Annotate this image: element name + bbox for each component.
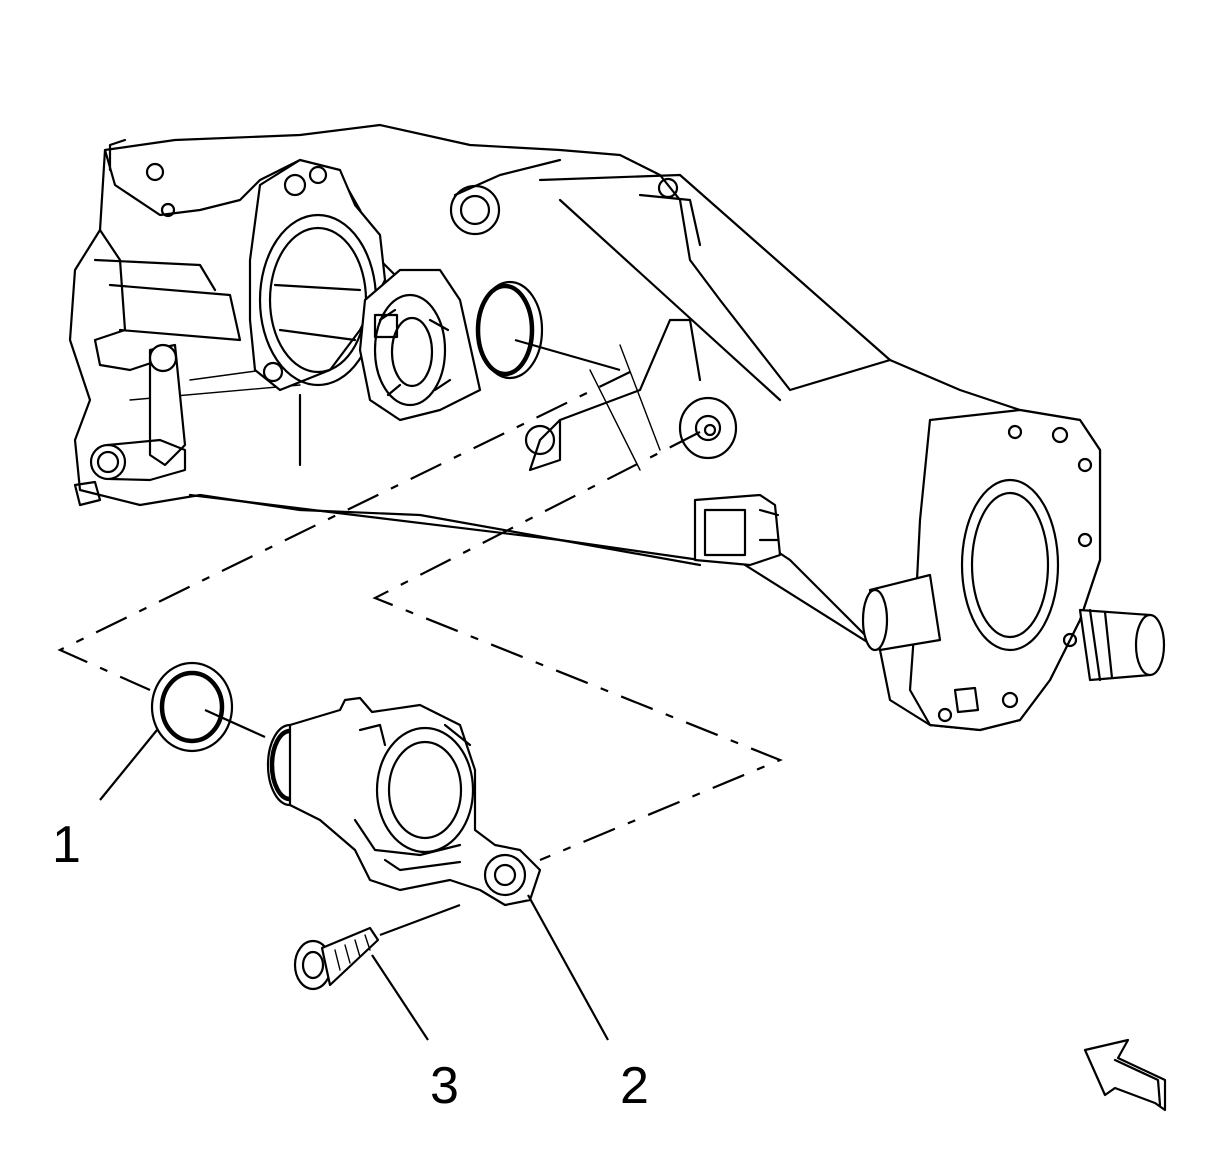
bolt-part <box>293 926 380 991</box>
callout-1: 1 <box>52 816 81 874</box>
callout-3: 3 <box>430 1057 459 1115</box>
engine-housing <box>68 123 1166 732</box>
front-view-arrow-icon <box>1083 1038 1167 1112</box>
water-outlet-housing-part <box>266 696 542 907</box>
seal-part <box>150 661 234 753</box>
callout-leaders <box>99 729 609 1041</box>
installation-path-lines <box>57 338 783 937</box>
callout-2: 2 <box>620 1057 649 1115</box>
